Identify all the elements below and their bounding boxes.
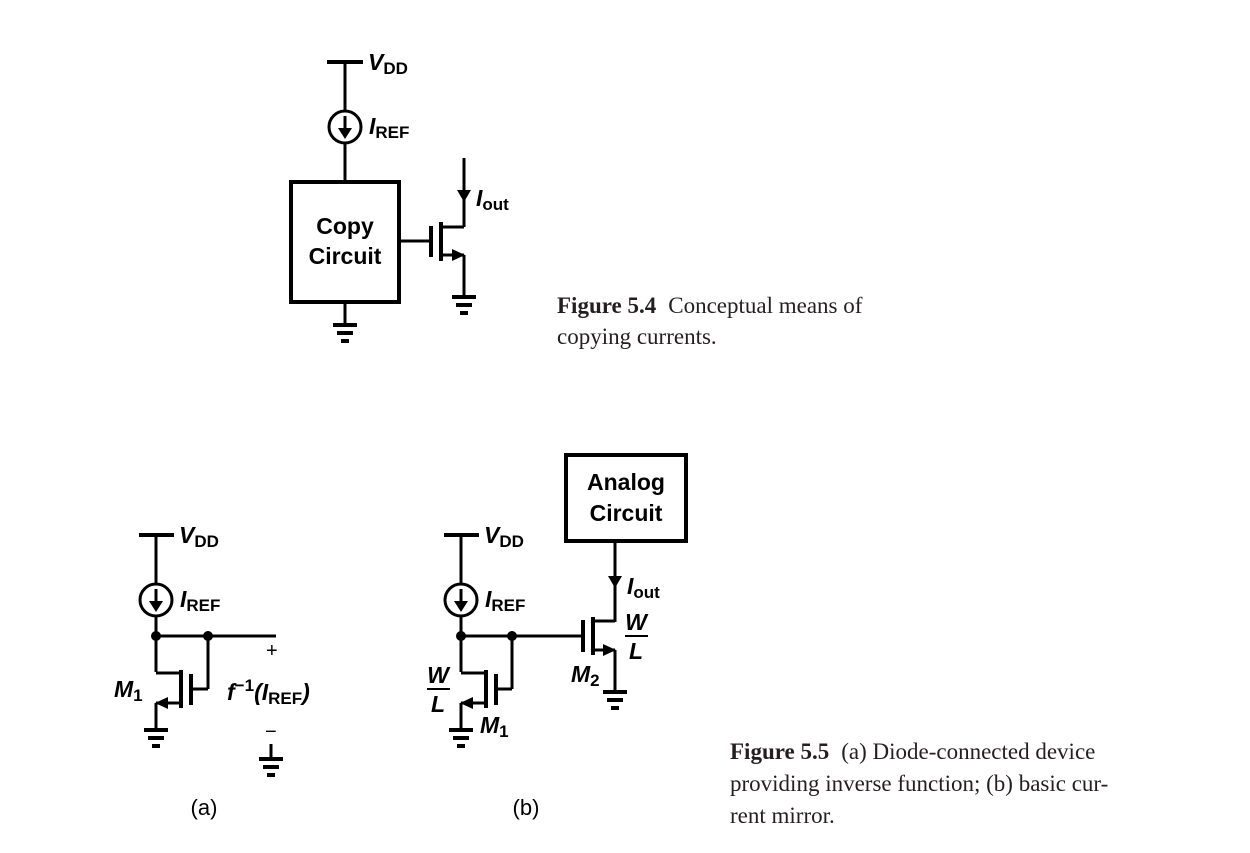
output-transistor (429, 158, 466, 295)
iref-label: IREF (180, 586, 220, 615)
transistor-m1 (154, 670, 193, 730)
w1-label: W (427, 662, 451, 688)
analog-circuit-box (564, 453, 688, 543)
ground-symbol (333, 323, 357, 343)
iout-arrow (457, 190, 471, 202)
analog-circuit-label-1: Analog (587, 469, 665, 495)
part-label-a: (a) (191, 795, 218, 820)
inverse-function-label: f−1(IREF) (227, 676, 310, 708)
figure-5-5-caption-line-3: rent mirror. (730, 803, 835, 828)
figure-5-5a: VDD IREF M1 + f−1(IREF) − (114, 522, 310, 820)
analog-circuit-label-2: Circuit (590, 500, 663, 526)
ground-symbol (449, 728, 473, 748)
figure-5-4-caption-line-2: copying currents. (557, 324, 717, 349)
iout-label: Iout (627, 573, 660, 602)
iref-label: IREF (369, 113, 409, 142)
ground-symbol (259, 757, 283, 777)
copy-circuit-box (289, 180, 401, 304)
arrow-head (454, 601, 468, 612)
m1-label: M1 (480, 712, 509, 741)
part-label-b: (b) (513, 795, 540, 820)
node-dot (456, 631, 466, 641)
figure-5-4: VDD IREF Copy Circuit Iout (289, 49, 863, 349)
copy-circuit-label-2: Circuit (309, 243, 382, 269)
plus-sign: + (266, 640, 278, 662)
l2-label: L (629, 638, 643, 664)
arrow-head (338, 128, 352, 139)
vdd-label: VDD (179, 522, 219, 551)
m2-label: M2 (571, 661, 600, 690)
figure-5-5-caption: Figure 5.5(a) Diode-connected device pro… (730, 739, 1108, 828)
ground-symbol (603, 690, 627, 710)
ground-symbol (452, 295, 476, 315)
ground-symbol (144, 728, 168, 748)
vdd-label: VDD (368, 49, 408, 78)
node-dot (151, 631, 161, 641)
figure-5-5b: VDD IREF W L M1 Analog Circuit (427, 453, 688, 820)
minus-sign: − (265, 721, 277, 743)
transistor-m2 (581, 617, 617, 690)
arrow-head (149, 601, 163, 612)
iref-label: IREF (485, 586, 525, 615)
vdd-label: VDD (484, 522, 524, 551)
m1-label: M1 (114, 676, 143, 705)
transistor-m1 (459, 670, 498, 730)
iout-label: Iout (476, 185, 509, 214)
figure-5-5-caption-line-2: providing inverse function; (b) basic cu… (730, 771, 1108, 796)
figure-5-5-caption-line-1: Figure 5.5(a) Diode-connected device (730, 739, 1095, 764)
w2-label: W (625, 609, 649, 635)
l1-label: L (431, 691, 445, 717)
copy-circuit-label-1: Copy (316, 213, 374, 239)
iout-arrow (608, 576, 622, 588)
